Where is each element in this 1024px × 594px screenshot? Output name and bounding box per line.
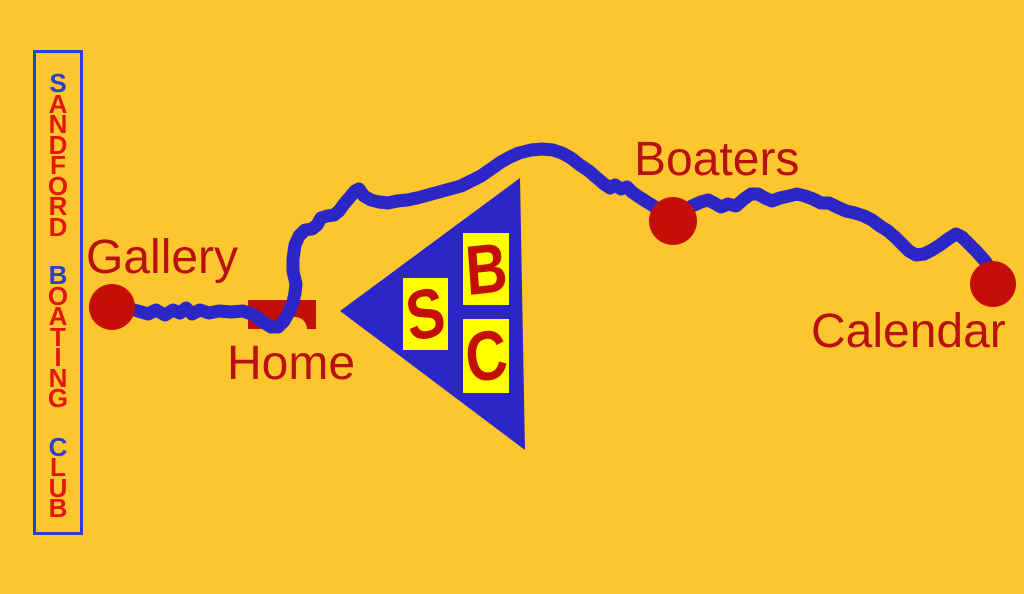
- banner-letter: U: [48, 472, 68, 503]
- logo-tile-b: B: [462, 227, 510, 311]
- gallery-node[interactable]: [89, 284, 135, 330]
- banner-letter: L: [50, 452, 66, 482]
- banner-letter: T: [50, 321, 66, 352]
- gallery-link[interactable]: Gallery: [86, 231, 239, 284]
- banner-letter: F: [50, 150, 66, 180]
- banner-letter: C: [48, 431, 68, 462]
- logo-tile-s: S: [401, 271, 450, 357]
- banner-letter: A: [48, 301, 68, 331]
- banner-letter: N: [48, 109, 68, 139]
- logo-letter-s: S: [401, 271, 450, 357]
- river-path: [105, 142, 1002, 334]
- logo-letter-b: B: [462, 227, 510, 311]
- banner-letter: I: [54, 342, 62, 372]
- banner-letter: R: [48, 191, 68, 221]
- home-link[interactable]: Home: [227, 337, 356, 390]
- boaters-node[interactable]: [649, 197, 697, 245]
- banner-letter: B: [48, 493, 68, 523]
- logo-tile-c: C: [461, 313, 511, 399]
- banner-letter: G: [47, 383, 69, 413]
- banner-letter: A: [48, 88, 68, 119]
- banner-letter: N: [48, 362, 68, 393]
- banner-letter: D: [48, 129, 68, 160]
- banner-letter: S: [49, 68, 67, 98]
- banner-letter: B: [48, 260, 68, 290]
- calendar-node[interactable]: [970, 261, 1016, 307]
- calendar-link[interactable]: Calendar: [811, 305, 1006, 358]
- banner-letter: O: [47, 280, 69, 311]
- boaters-link[interactable]: Boaters: [634, 133, 800, 186]
- banner-letter: O: [47, 170, 69, 201]
- banner-letter: D: [48, 211, 68, 242]
- logo-letter-c: C: [461, 313, 511, 399]
